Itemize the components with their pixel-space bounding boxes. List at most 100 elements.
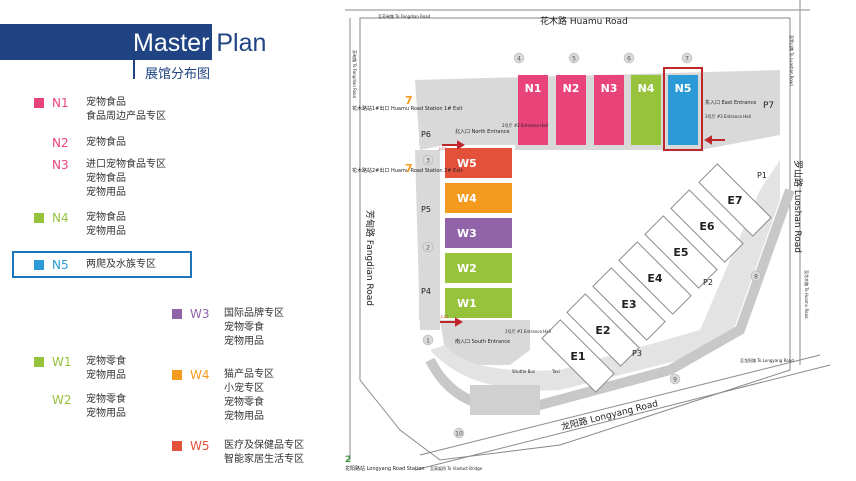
hall-label: N5 (675, 82, 692, 95)
legend-line: 宠物用品 (224, 411, 264, 422)
legend-line: 进口宠物食品专区 (86, 159, 166, 170)
gate-9: 9 (669, 373, 681, 385)
legend-line: 国际品牌专区 (224, 308, 284, 319)
hall-w2-shape (445, 253, 512, 283)
legend-swatch-n1 (34, 98, 44, 108)
hall-e1[interactable]: E1 (541, 319, 615, 393)
entry-arrow-label-2: 入口 (438, 146, 446, 151)
legend-line: 医疗及保健品专区 (224, 440, 304, 451)
legend-highlight-box (12, 251, 192, 278)
hall-label: E2 (595, 324, 610, 337)
page-title: Master Plan (133, 29, 267, 57)
legend-line: 宠物零食 (224, 322, 264, 333)
hall-n1[interactable]: N1 (518, 75, 548, 145)
gate-number: 2 (426, 245, 430, 252)
legend-code-n5: N5 (52, 258, 69, 272)
legend-code-w2: W2 (52, 393, 72, 407)
hall-n4[interactable]: N4 (631, 75, 661, 145)
legend-line: 宠物用品 (86, 187, 126, 198)
legend-line: 猫产品专区 (224, 369, 274, 380)
hall-e6[interactable]: E6 (670, 189, 744, 263)
hall-w1[interactable]: W1 (445, 288, 512, 318)
hall-w4[interactable]: W4 (445, 183, 512, 213)
hall-e3[interactable]: E3 (592, 267, 666, 341)
entry-arrow-label: 入口 (440, 314, 448, 319)
hall-w2[interactable]: W2 (445, 253, 512, 283)
legend-code-w4: W4 (190, 368, 210, 382)
legend-text-w4: 猫产品专区小宠专区宠物零食宠物用品 (224, 368, 274, 424)
gate-3: 3 (422, 154, 434, 166)
hall-e5-shape (644, 215, 718, 289)
legend-line: 食品周边产品专区 (86, 111, 166, 122)
legend-line: 宠物用品 (224, 336, 264, 347)
legend-code-w5: W5 (190, 439, 210, 453)
gate-2: 2 (422, 241, 434, 253)
legend-text-w1: 宠物零食宠物用品 (86, 355, 126, 383)
legend-swatch-w4 (172, 370, 182, 380)
hall-e2-shape (566, 293, 640, 367)
hall-e4[interactable]: E4 (618, 241, 692, 315)
hall-w4-shape (445, 183, 512, 213)
parking-p2-label: P2 (703, 278, 713, 287)
hall-label: W3 (457, 227, 477, 240)
hall-label: E5 (673, 246, 688, 259)
legend-line: 宠物零食 (86, 356, 126, 367)
legend-line: 两爬及水族专区 (86, 259, 156, 270)
hall-label: W5 (457, 157, 477, 170)
legend-text-w5: 医疗及保健品专区智能家居生活专区 (224, 439, 304, 467)
legend-line: 宠物食品 (86, 173, 126, 184)
legend-text-n3: 进口宠物食品专区宠物食品宠物用品 (86, 158, 166, 200)
metro-exit2-label: 花木路站2#出口 Huamu Road Station 2# Exit (352, 167, 463, 174)
gate-7: 7 (681, 52, 693, 64)
parking-p5 (419, 175, 437, 240)
legend-line: 宠物零食 (224, 397, 264, 408)
hall-e5[interactable]: E5 (644, 215, 718, 289)
hall-label: W2 (457, 262, 477, 275)
hall-e6-shape (670, 189, 744, 263)
hall-n5[interactable]: N5 (668, 75, 698, 145)
entry-arrows (440, 135, 725, 327)
metro-line7-label-1: 7 (405, 94, 413, 107)
hall-e1-shape (541, 319, 615, 393)
south-entrance-label: 南入口 South Entrance (455, 338, 510, 345)
legend-code-n3: N3 (52, 158, 69, 172)
legend-text-n4: 宠物食品宠物用品 (86, 211, 126, 239)
legend-swatch-w5 (172, 441, 182, 451)
hall-e7[interactable]: E7 (698, 163, 772, 237)
legend-code-n2: N2 (52, 136, 69, 150)
legend-text-n2: 宠物食品 (86, 136, 126, 150)
hall1-entrance-label: 1号厅 #1 Entrance Hall (505, 328, 551, 334)
legend-line: 宠物用品 (86, 408, 126, 419)
hall-w5[interactable]: W5 (445, 148, 512, 178)
north-halls: N1 N2 N3 N4 N5 (518, 75, 698, 145)
n5-highlight-box (663, 67, 703, 151)
hall-w1-shape (445, 288, 512, 318)
hall-w3[interactable]: W3 (445, 218, 512, 248)
hall-label: N3 (601, 82, 618, 95)
hall-label: E6 (699, 220, 715, 233)
east-entrance-label: 东入口 East Entrance (705, 99, 756, 106)
parking-p6 (419, 120, 437, 145)
taxi-label: Taxi (551, 369, 560, 374)
gate-number: 9 (673, 377, 677, 384)
gate-4: 4 (513, 52, 525, 64)
hall3-entrance-label: 3号厅 #3 Entrance Hall (705, 113, 751, 119)
hall-n1-shape (518, 75, 548, 145)
hall-n3[interactable]: N3 (594, 75, 624, 145)
hall-e7-shape (698, 163, 772, 237)
hall-n2[interactable]: N2 (556, 75, 586, 145)
hall-label: E3 (621, 298, 636, 311)
parking-p4-label: P4 (421, 287, 431, 296)
hall-label: N2 (563, 82, 580, 95)
hall-n5-shape (668, 75, 698, 145)
legend-swatch-n4 (34, 213, 44, 223)
hall-label: E1 (570, 350, 585, 363)
gate-number: 8 (754, 274, 758, 281)
hall-e4-shape (618, 241, 692, 315)
legend-line: 宠物零食 (86, 394, 126, 405)
legend-line: 宠物食品 (86, 137, 126, 148)
metro-exit1-label: 花木路站1#出口 Huamu Road Station 1# Exit (352, 105, 463, 112)
parking-p7-label: P7 (763, 101, 774, 111)
hall-e2[interactable]: E2 (566, 293, 640, 367)
